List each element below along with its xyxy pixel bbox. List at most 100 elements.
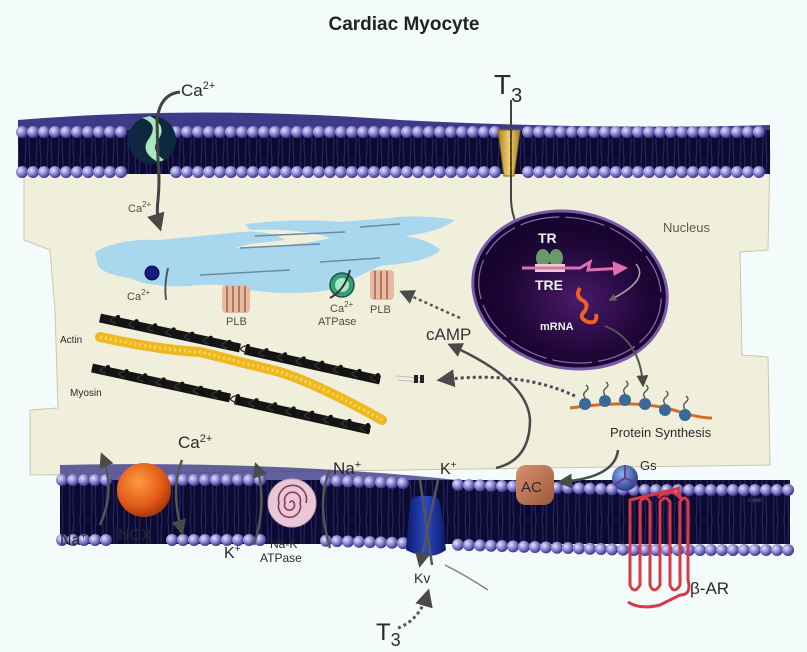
myosin-head-tip xyxy=(347,418,352,423)
lipid-head xyxy=(386,536,398,549)
lipid-head xyxy=(782,544,794,556)
lipid-head xyxy=(687,126,699,138)
lipid-head xyxy=(27,166,39,178)
t3-transporter[interactable] xyxy=(497,129,521,177)
lipid-head xyxy=(104,166,116,178)
thyroid-receptor[interactable] xyxy=(536,249,563,267)
lipid-head xyxy=(60,166,72,178)
myosin-head-tip xyxy=(301,356,306,361)
lipid-head xyxy=(716,484,728,496)
myosin-head-tip xyxy=(283,358,288,363)
lipid-head xyxy=(170,166,182,178)
camp-to-plb-arrow xyxy=(399,290,461,320)
lipid-head xyxy=(529,541,541,554)
label-t3-bottom: T3 xyxy=(376,619,401,650)
label-tr: TR xyxy=(538,230,557,246)
lipid-head xyxy=(687,166,699,178)
myosin-head-tip xyxy=(153,323,158,328)
lipid-head xyxy=(467,126,479,138)
lipid-head xyxy=(71,126,83,138)
lipid-head xyxy=(221,474,233,486)
gs-to-ac-arrow xyxy=(557,449,620,489)
myosin-head-tip xyxy=(264,354,269,359)
myosin-head-tip xyxy=(347,424,352,429)
lipid-head xyxy=(67,534,79,546)
lipid-head xyxy=(397,537,409,550)
lipid-head xyxy=(621,166,633,178)
ribosome xyxy=(619,394,631,406)
myosin-head-tip xyxy=(161,377,166,382)
lipid-head xyxy=(115,166,127,178)
label-ca-atpase: Ca2+ xyxy=(330,300,354,315)
lipid-head xyxy=(665,166,677,178)
lipid-head xyxy=(643,166,655,178)
lipid-head xyxy=(738,544,750,556)
potassium-influx-arrow xyxy=(252,462,267,546)
lipid-head xyxy=(533,166,545,178)
sodium-calcium-exchanger[interactable] xyxy=(117,463,171,517)
lipid-head xyxy=(89,474,101,486)
nascent-peptide xyxy=(583,384,589,399)
lipid-head xyxy=(93,166,105,178)
nascent-peptide xyxy=(603,381,609,396)
lipid-head xyxy=(595,483,607,496)
calcium-atpase[interactable] xyxy=(329,269,355,299)
beta-adrenergic-receptor[interactable] xyxy=(627,486,691,609)
adenylyl-cyclase[interactable] xyxy=(516,465,554,505)
lipid-head xyxy=(588,166,600,178)
gs-protein[interactable] xyxy=(612,465,638,491)
lipid-head xyxy=(595,543,607,556)
artist-signature: c.wei xyxy=(748,498,762,504)
nascent-peptide xyxy=(643,384,649,399)
ribosome xyxy=(679,409,691,421)
lipid-head xyxy=(60,126,72,138)
myosin-head-tip xyxy=(227,345,232,350)
lipid-head xyxy=(192,126,204,138)
lipid-head xyxy=(771,544,783,556)
lipid-head xyxy=(346,126,358,138)
lipid-head xyxy=(269,166,281,178)
lipid-head xyxy=(56,474,68,486)
lipid-head xyxy=(738,484,750,496)
top-membrane xyxy=(16,112,770,178)
label-plb-right: PLB xyxy=(370,304,391,316)
lipid-head xyxy=(760,544,772,556)
lipid-head xyxy=(375,536,387,549)
myosin-head-tip xyxy=(227,339,232,344)
myosin-head-tip xyxy=(171,333,176,338)
lipid-head xyxy=(335,126,347,138)
potassium-efflux-arrows xyxy=(420,479,440,565)
phospholamban-right[interactable] xyxy=(370,270,394,300)
myosin-head-tip xyxy=(376,379,380,383)
lipid-head xyxy=(445,126,457,138)
label-actin: Actin xyxy=(60,335,82,346)
lipid-head xyxy=(643,126,655,138)
sodium-potassium-atpase[interactable] xyxy=(267,478,317,528)
lipid-head xyxy=(771,484,783,496)
myosin-head-tip xyxy=(273,408,278,413)
lipid-head xyxy=(115,126,127,138)
label-ca-top: Ca2+ xyxy=(181,80,215,100)
phospholamban-left[interactable] xyxy=(222,285,250,313)
calcium-release-channel[interactable] xyxy=(144,265,160,281)
calcium-channel[interactable] xyxy=(128,116,176,164)
lipid-head xyxy=(243,474,255,486)
calcium-influx-arrow xyxy=(147,90,181,232)
lipid-head xyxy=(672,544,684,556)
sodium-efflux-arrow xyxy=(321,469,332,549)
myosin-head-tip xyxy=(320,360,325,365)
myosin-head-tip xyxy=(134,325,139,330)
lipid-head xyxy=(203,166,215,178)
lipid-head xyxy=(199,534,211,546)
lipid-head xyxy=(709,126,721,138)
lipid-head xyxy=(27,126,39,138)
myosin-head-tip xyxy=(254,398,259,403)
label-gs: Gs xyxy=(640,458,657,473)
lipid-head xyxy=(599,126,611,138)
lipid-head xyxy=(423,126,435,138)
mrna-export-arrow xyxy=(604,325,649,388)
myosin-filament-lower xyxy=(91,363,371,435)
lipid-head xyxy=(434,166,446,178)
lipid-head xyxy=(489,126,501,138)
lipid-head xyxy=(104,126,116,138)
